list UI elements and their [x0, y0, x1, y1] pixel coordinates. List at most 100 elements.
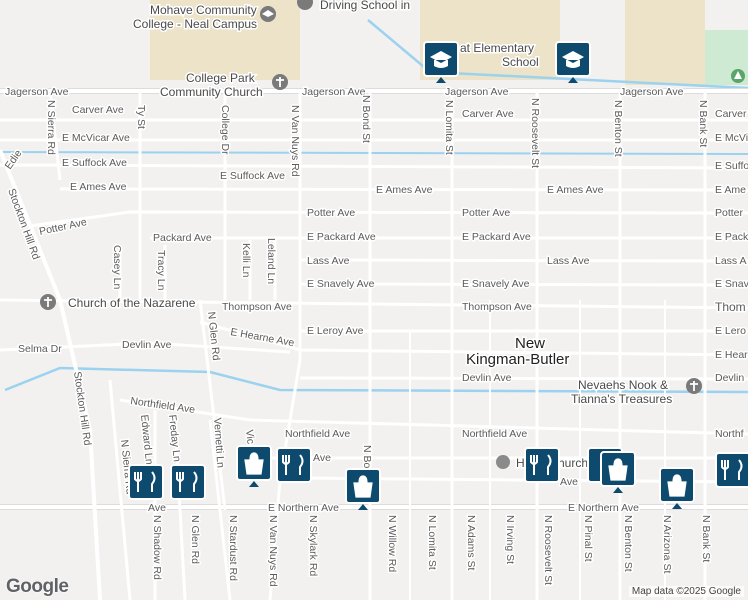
shopping-marker-4[interactable]: [600, 451, 636, 493]
street-label-roosevelt-s: N Roosevelt St: [542, 515, 554, 585]
shopping-bag-icon: [353, 475, 373, 498]
street-label-van-nuys-s: N Van Nuys Rd: [267, 515, 279, 587]
church-icon-nevaehs[interactable]: [686, 378, 702, 394]
street-label-carver-w: Carver Ave: [72, 104, 124, 116]
street-label-lass-e: Lass Ave: [547, 255, 590, 267]
school-icon-mohave[interactable]: [260, 6, 276, 22]
street-label-packard-e: E Packard Ave: [462, 231, 531, 243]
street-label-northfield-mid: Northfield Ave: [285, 428, 350, 440]
restaurant-icon: [282, 454, 304, 475]
street-label-suffock-far: E Suffock: [715, 160, 748, 172]
restaurant-icon: [176, 471, 198, 492]
school-marker-2[interactable]: [555, 41, 591, 83]
street-label-bank-s: N Bank St: [700, 515, 712, 562]
poi-elementary-line1: at Elementary: [460, 41, 534, 55]
street-label-northern-w: E Northern Ave: [268, 502, 339, 514]
street-label-thompson-far: Thom: [715, 300, 746, 314]
street-label-roosevelt-n: N Roosevelt St: [529, 98, 541, 168]
street-label-sierra-n: N Sierra Rd: [45, 100, 57, 155]
poi-driving-school: Driving School in: [320, 0, 410, 12]
poi-college-park-line1: College Park: [186, 71, 256, 85]
street-label-college: College Dr: [219, 105, 231, 155]
church-icon-hb[interactable]: [496, 455, 510, 469]
street-label-snavely-e: E Snavely Ave: [462, 278, 530, 290]
street-label-leroy-far: E Lero: [715, 325, 746, 337]
street-label-vernetti: Vernetti Ln: [211, 417, 226, 468]
church-icon-college-park[interactable]: [272, 74, 288, 90]
street-label-tracy: Tracy Ln: [155, 250, 167, 291]
street-label-ames-far: E Ame: [715, 184, 746, 196]
street-label-hearne-far: E Hear: [715, 349, 748, 361]
street-label-mcvicar-w: E McVicar Ave: [62, 132, 130, 144]
poi-college-park-line2: Community Church: [160, 85, 263, 99]
street-label-van-nuys-n: N Van Nuys Rd: [289, 105, 301, 177]
restaurant-marker-4[interactable]: [524, 447, 560, 483]
street-label-potter-mid: Potter Ave: [307, 207, 355, 219]
street-label-bond-n: N Bond St: [360, 95, 372, 143]
shopping-bag-icon: [608, 458, 628, 481]
street-label-ave-frag2: Ave: [560, 476, 578, 488]
poi-mohave-line2: College - Neal Campus: [133, 17, 257, 31]
street-label-ames-w: E Ames Ave: [70, 181, 127, 193]
restaurant-icon: [721, 459, 743, 480]
street-label-vic: Vic: [243, 429, 256, 445]
street-label-ty: Ty St: [135, 105, 147, 129]
street-label-lomita-s: N Lomita St: [426, 515, 438, 570]
school-icon: [430, 51, 452, 68]
school-marker-1[interactable]: [423, 41, 459, 83]
street-label-adams: N Adams St: [465, 515, 477, 571]
poi-elementary-line2: School: [502, 55, 539, 69]
google-logo: Google: [6, 576, 69, 597]
canal-suffock: [0, 151, 748, 155]
street-label-snavely-far: E Snav: [715, 278, 748, 290]
restaurant-marker-3[interactable]: [276, 447, 312, 483]
street-label-potter-e: Potter Ave: [462, 207, 510, 219]
restaurant-marker-2[interactable]: [170, 464, 206, 500]
street-label-jagerson-mid: Jagerson Ave: [302, 86, 366, 98]
street-label-lass-far: Lass A: [715, 255, 747, 267]
roads-horizontal: [0, 88, 748, 510]
street-label-shadow: N Shadow Rd: [151, 515, 163, 580]
map-attribution[interactable]: Map data ©2025 Google: [628, 586, 744, 597]
street-label-ave-frag: Ave: [313, 452, 331, 464]
street-label-benton-n: N Benton St: [612, 100, 624, 157]
street-label-devlin-w: Devlin Ave: [122, 339, 172, 351]
street-label-thompson-w: Thompson Ave: [222, 301, 292, 313]
park-icon[interactable]: [731, 69, 745, 83]
street-label-potter-far: Potter: [715, 207, 744, 219]
street-label-willow: N Willow Rd: [386, 515, 398, 572]
street-label-kelli: Kelli Ln: [240, 243, 252, 278]
area-label-line2: Kingman-Butler: [466, 351, 569, 368]
street-label-lomita-n: N Lomita St: [443, 100, 455, 155]
street-label-mcvicar-far: E McVic: [715, 132, 748, 144]
shopping-marker-2[interactable]: [345, 468, 381, 510]
street-label-northfield-far: Northf: [715, 428, 744, 440]
school-icon: [562, 51, 584, 68]
street-label-packard-mid: E Packard Ave: [307, 231, 376, 243]
street-label-jagerson-w: Jagerson Ave: [5, 86, 69, 98]
street-labels: Jagerson Ave Jagerson Ave Jagerson Ave J…: [1, 85, 748, 516]
school-icon-driving[interactable]: [297, 0, 313, 10]
restaurant-icon: [134, 471, 156, 492]
shopping-marker-1[interactable]: [236, 445, 272, 487]
street-label-benton-s: N Benton St: [622, 515, 634, 572]
street-label-thompson-e: Thompson Ave: [462, 301, 532, 313]
street-label-carver-e: Carver Ave: [462, 108, 514, 120]
street-label-irving: N Irving St: [504, 515, 516, 564]
street-label-packard-far: E Pack: [715, 231, 748, 243]
restaurant-marker-1[interactable]: [128, 464, 164, 500]
street-label-northern-e: E Northern Ave: [568, 502, 639, 514]
street-label-bond-s: N Bo: [361, 445, 373, 469]
street-label-lass-mid: Lass Ave: [307, 255, 350, 267]
restaurant-marker-5[interactable]: [715, 452, 748, 488]
street-labels-vertical: Stockton Hill Rd Stockton Hill Rd N Sier…: [4, 94, 714, 589]
street-label-packard-w: Packard Ave: [153, 232, 212, 244]
street-label-suffock-mid: E Suffock Ave: [220, 170, 285, 182]
church-icon-nazarene[interactable]: [40, 294, 56, 310]
poi-mohave-line1: Mohave Community: [150, 3, 257, 17]
street-label-northern-frag: Ave: [148, 502, 166, 514]
street-label-northfield-e: Northfield Ave: [462, 428, 527, 440]
shopping-marker-5[interactable]: [659, 467, 695, 509]
street-label-suffock-w: E Suffock Ave: [62, 157, 127, 169]
